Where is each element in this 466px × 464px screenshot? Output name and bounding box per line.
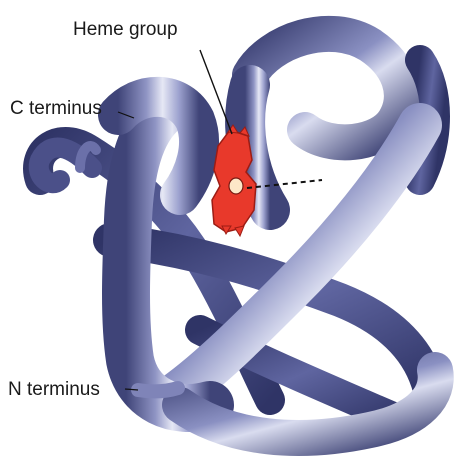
heme-group-label: Heme group [73,19,178,40]
iron-atom [229,178,243,194]
n-terminus-tail [138,388,178,391]
n-terminus-label: N terminus [8,379,100,400]
c-terminus-label: C terminus [10,98,102,119]
c-terminus-tail [39,146,96,183]
